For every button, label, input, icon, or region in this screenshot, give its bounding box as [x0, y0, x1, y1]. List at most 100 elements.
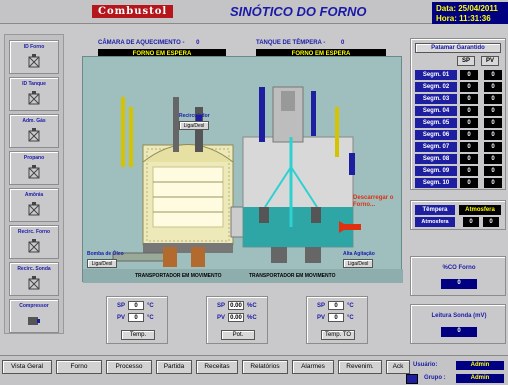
atmosfera-value-1: 0 [463, 217, 479, 227]
leitura-sonda-value: 0 [441, 327, 477, 337]
segment-sp[interactable]: 0 [460, 166, 478, 176]
nav-button[interactable]: Revenim. [338, 360, 382, 374]
transport-right-status: TRANSPORTADOR EM MOVIMENTO [249, 273, 336, 279]
co-forno-panel: %CO Forno 0 [410, 256, 506, 296]
fan-icon [28, 276, 40, 290]
left-button[interactable]: ID Tanque [9, 77, 59, 111]
pv-value: 0 [128, 313, 145, 322]
sp-unit: %C [247, 303, 257, 309]
segment-label: Segm. 06 [415, 130, 457, 140]
co-forno-label: %CO Forno [442, 265, 476, 271]
left-button[interactable]: Adm. Gás [9, 114, 59, 148]
tanque-label: TANQUE DE TÊMPERA - [256, 40, 326, 46]
sp-value[interactable]: 0 [328, 301, 345, 310]
segment-sp[interactable]: 0 [460, 118, 478, 128]
left-button-label: Adm. Gás [22, 118, 46, 124]
segment-sp[interactable]: 0 [460, 106, 478, 116]
bottom-nav: Vista Geral Forno Processo Partida Receitas R… [0, 355, 508, 385]
nav-button[interactable]: Vista Geral [2, 360, 52, 374]
furnace-illustration [83, 86, 403, 283]
left-button[interactable]: Recirc. Forno [9, 225, 59, 259]
segment-pv: 0 [484, 130, 502, 140]
tempera-tab[interactable]: Têmpera [415, 205, 455, 215]
sp-value[interactable]: 0.00 [228, 301, 245, 310]
left-button[interactable]: Amônia [9, 188, 59, 222]
segment-label: Segm. 10 [415, 178, 457, 188]
alta-agitacao-toggle-button[interactable]: Liga/Desl [343, 259, 373, 268]
atmosfera-tab[interactable]: Atmosfera [459, 205, 501, 215]
segment-sp[interactable]: 0 [460, 154, 478, 164]
nav-button[interactable]: Alarmes [292, 360, 334, 374]
left-button[interactable]: Recirc. Sonda [9, 262, 59, 296]
segment-sp[interactable]: 0 [460, 70, 478, 80]
segment-pv: 0 [484, 94, 502, 104]
recirculador-toggle-button[interactable]: Liga/Desl [179, 121, 209, 130]
nav-button[interactable]: Relatórios [242, 360, 288, 374]
segment-pv: 0 [484, 118, 502, 128]
usuario-value: Admin [456, 361, 504, 370]
leitura-sonda-panel: Leitura Sonda (mV) 0 [410, 304, 506, 344]
segment-sp[interactable]: 0 [460, 130, 478, 140]
left-button[interactable]: Compressor [9, 299, 59, 333]
nav-button[interactable]: Receitas [196, 360, 238, 374]
bomba-label: Bomba de Óleo [87, 251, 124, 257]
left-button[interactable]: ID Forno [9, 40, 59, 74]
header-bar: Combustol SINÓTICO DO FORNO Data: 25/04/… [0, 0, 508, 24]
descarregar-text: Descarregar o Forno... [353, 195, 394, 208]
segment-sp[interactable]: 0 [460, 82, 478, 92]
fan-icon [28, 165, 40, 179]
sp-unit: °C [147, 303, 154, 309]
nav-button[interactable]: Forno [56, 360, 102, 374]
recirculador-label: Recirculador [179, 113, 210, 119]
tanque-status: TANQUE DE TÊMPERA - 0 FORNO EM ESPERA [256, 40, 386, 59]
time-text: Hora: 11:31:36 [436, 14, 491, 23]
camara-state: FORNO EM ESPERA [98, 49, 226, 59]
control-button[interactable]: Pot. [221, 330, 255, 340]
brand-logo: Combustol [92, 5, 174, 18]
control-button[interactable]: Temp. [121, 330, 155, 340]
segment-label: Segm. 07 [415, 142, 457, 152]
segment-sp[interactable]: 0 [460, 142, 478, 152]
control-button[interactable]: Temp. TO [321, 330, 355, 340]
left-button-label: Compressor [19, 303, 49, 309]
nav-button[interactable]: Partida [156, 360, 192, 374]
process-diagram: Recirculador Liga/Desl Descarregar o For… [82, 56, 403, 283]
segment-label: Segm. 09 [415, 166, 457, 176]
nav-button[interactable]: Processo [106, 360, 152, 374]
nav-button[interactable]: Ack [386, 360, 410, 374]
segment-label: Segm. 04 [415, 106, 457, 116]
sp-value[interactable]: 0 [128, 301, 145, 310]
segment-label: Segm. 01 [415, 70, 457, 80]
segment-sp[interactable]: 0 [460, 178, 478, 188]
pv-unit: °C [147, 315, 154, 321]
fan-icon [28, 54, 40, 68]
bomba-toggle-button[interactable]: Liga/Desl [87, 259, 117, 268]
page-title: SINÓTICO DO FORNO [230, 4, 367, 19]
pv-unit: °C [347, 315, 354, 321]
segment-label: Segm. 08 [415, 154, 457, 164]
grupo-label: Grupo : [424, 375, 446, 381]
segment-pv: 0 [484, 70, 502, 80]
sp-header: SP [457, 56, 475, 66]
segment-sp[interactable]: 0 [460, 94, 478, 104]
fan-icon [28, 202, 40, 216]
patamar-title[interactable]: Patamar Garantido [415, 43, 501, 53]
left-button-label: ID Forno [23, 44, 45, 50]
fan-icon [28, 91, 40, 105]
pv-value: 0.00 [228, 313, 245, 322]
left-button[interactable]: Propano [9, 151, 59, 185]
segment-pv: 0 [484, 82, 502, 92]
left-button-label: Amônia [24, 192, 44, 198]
atmosfera-panel: Têmpera Atmosfera Atmosfera 0 0 [410, 200, 506, 230]
